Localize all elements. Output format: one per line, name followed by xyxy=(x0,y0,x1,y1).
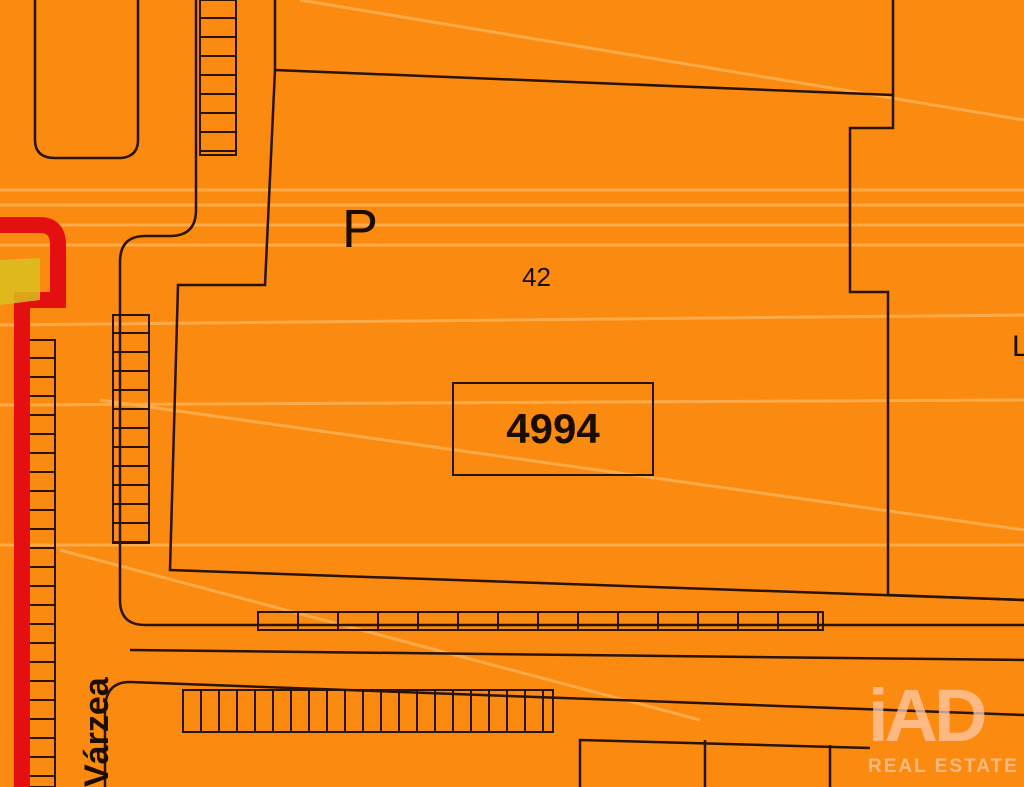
watermark-logo: iAD xyxy=(868,674,987,757)
parcel-boundaries xyxy=(33,0,1024,787)
hatched-area xyxy=(0,258,40,305)
parcel-number: 42 xyxy=(522,262,551,292)
street-name: Várzea xyxy=(78,677,116,787)
parking-dividers xyxy=(22,17,819,777)
edge-letter: L xyxy=(1012,330,1024,363)
parking-spaces xyxy=(21,0,824,787)
watermark: iAD REAL ESTATE xyxy=(868,676,1024,778)
parcel-letter: P xyxy=(342,199,379,259)
plot-id-label: 4994 xyxy=(452,382,654,476)
property-boundary xyxy=(0,217,66,787)
watermark-subtitle: REAL ESTATE xyxy=(868,756,1019,777)
